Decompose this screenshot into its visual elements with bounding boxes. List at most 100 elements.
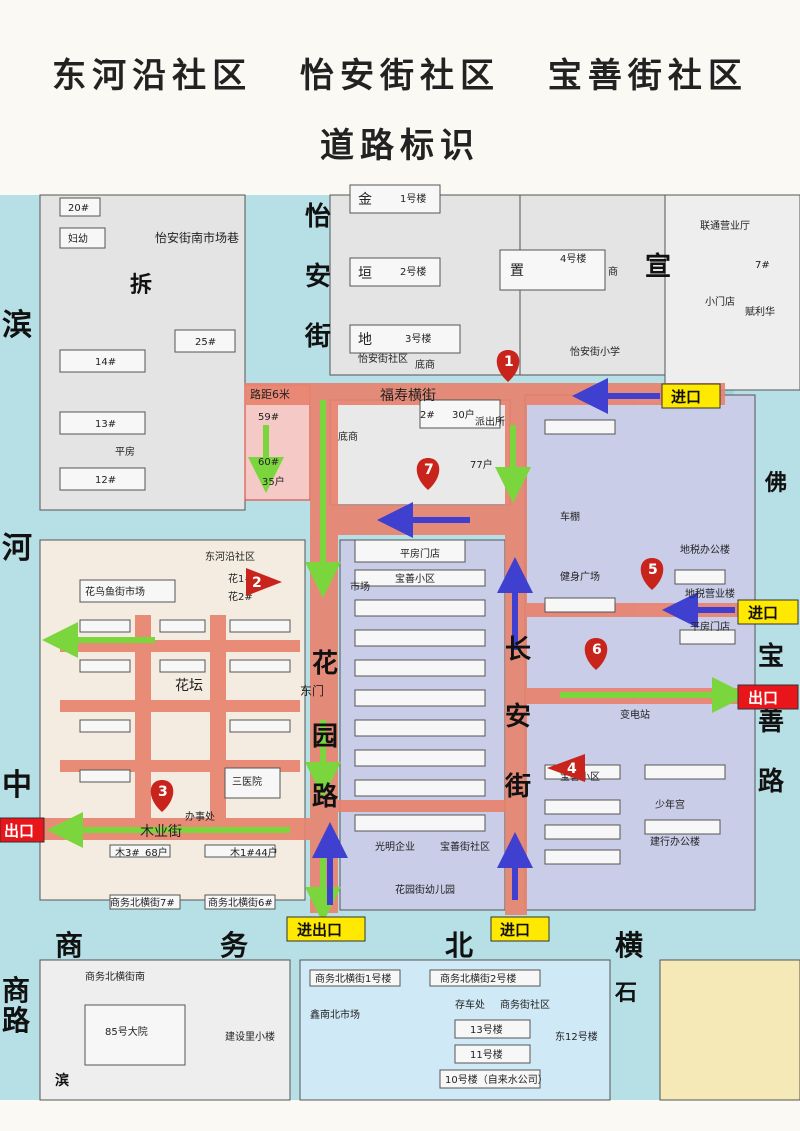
markers: 1 2 3 4 5 6 7 (150, 350, 664, 812)
label-jiansheli: 建设里小楼 (225, 1030, 275, 1043)
label-binhe-1: 滨 (2, 308, 32, 343)
label-pingfangmd: 平房门店 (690, 620, 730, 633)
label-binhe-3: 中 (2, 768, 32, 803)
label-paichu2: 地税办公楼 (680, 543, 730, 556)
signs: 进口 进口 出口 出口 进出口 进口 (0, 383, 799, 942)
label-mu1: 木1# (230, 847, 255, 859)
label-hu77: 77户 (470, 458, 493, 471)
label-shangwu-3: 北 (445, 929, 473, 962)
label-fulihua: 赋利华 (745, 305, 775, 318)
label-banshichu: 办事处 (185, 810, 215, 823)
label-fuyou: 妇幼 (68, 232, 88, 245)
label-hua-street-2: 园 (312, 722, 338, 752)
label-l11: 11号楼 (470, 1048, 503, 1061)
label-l13: 13号楼 (470, 1023, 503, 1036)
map-title: 东河沿社区 怡安街社区 宝善街社区 (52, 56, 748, 96)
label-baoshan-shequ: 宝善街社区 (440, 840, 490, 853)
sign-jinchukou: 进出口 (297, 921, 342, 939)
label-pingfang: 平房 (115, 445, 135, 458)
label-hu30: 30户 (452, 408, 475, 421)
label-l1: 1号楼 (400, 192, 426, 205)
label-b12: 12# (95, 475, 116, 486)
label-hua-street-1: 花 (312, 649, 338, 679)
label-hua-street-3: 路 (312, 781, 339, 812)
label-huayuan-kinder: 花园街幼儿园 (395, 883, 455, 896)
label-yian-south-market: 怡安街南市场巷 (155, 230, 239, 245)
label-hu35: 35户 (262, 475, 285, 488)
label-cunche: 存车处 (455, 998, 485, 1011)
label-road-6m: 路距6米 (250, 388, 290, 401)
label-b59: 59# (258, 412, 279, 423)
label-shichang: 市场 (350, 580, 370, 593)
label-shang: 商 (608, 265, 618, 278)
label-pinghemen: 平房门店 (400, 547, 440, 560)
label-b25: 25# (195, 337, 216, 348)
sign-chukou-right: 出口 (748, 689, 778, 707)
label-shaoniangong: 少年宫 (655, 798, 685, 811)
sign-jinkou-3: 进口 (500, 921, 530, 939)
label-yian-street-2: 安 (305, 262, 331, 292)
sign-chukou-left: 出口 (4, 822, 34, 840)
label-dong12: 东12号楼 (555, 1030, 598, 1043)
label-b20: 20# (68, 203, 89, 214)
label-shangwu-road-2: 路 (2, 1004, 31, 1037)
label-fushou: 福寿横街 (380, 387, 436, 404)
label-yuan: 垣 (358, 266, 372, 282)
label-di: 地 (358, 332, 372, 348)
map-subtitle: 道路标识 (320, 126, 480, 166)
label-jiangong: 建行办公楼 (650, 835, 700, 848)
label-l10: 10号楼（自来水公司） (445, 1073, 548, 1086)
label-changan-1: 长 (505, 635, 532, 665)
label-changan-2: 安 (505, 702, 531, 732)
label-dongheyan-community: 东河沿社区 (205, 550, 255, 563)
label-shangwu-4: 横 (615, 929, 643, 962)
label-fo: 佛 (764, 470, 787, 496)
label-di-shang: 底商 (415, 358, 435, 371)
label-huaguang: 地税营业楼 (685, 587, 735, 600)
sign-jinkou-1: 进口 (671, 388, 701, 406)
label-b13: 13# (95, 419, 116, 430)
label-shangwu6: 商务北横街6# (208, 896, 273, 909)
label-shangwu-road-1: 商 (2, 974, 30, 1007)
label-baoshan-xiaoqu: 宝善小区 (395, 572, 435, 585)
svg-text:3: 3 (158, 784, 168, 800)
label-baoshan-2: 善 (758, 706, 784, 737)
green-arrows (42, 400, 748, 923)
label-yian-street-3: 街 (304, 322, 331, 352)
label-l3: 3号楼 (405, 332, 431, 345)
label-binxi: 滨 (55, 1072, 69, 1089)
svg-text:5: 5 (648, 562, 658, 578)
label-zhi: 置 (510, 263, 524, 279)
small-buildings (59, 184, 736, 1089)
label-yian-community: 怡安街社区 (358, 352, 408, 365)
label-shangwuxiaoqu: 商务街社区 (500, 998, 550, 1011)
label-shangwu2: 商务北横街2号楼 (440, 972, 516, 985)
marker-1: 1 (496, 350, 520, 382)
label-changan-3: 街 (504, 772, 531, 802)
label-yian-street-1: 怡 (305, 201, 331, 232)
label-dalou85: 85号大院 (105, 1025, 148, 1038)
label-xuan: 宣 (645, 251, 671, 282)
label-hu68: 68户 (145, 846, 168, 859)
block-bottom-right (659, 959, 800, 1101)
label-l2: 2号楼 (400, 265, 426, 278)
marker-7: 7 (416, 458, 440, 490)
label-jin: 金 (358, 192, 372, 208)
label-sxh: 商务北横街南 (85, 970, 145, 983)
label-b60: 60# (258, 457, 279, 468)
label-xinnan: 鑫南北市场 (310, 1008, 360, 1021)
label-b2: 2# (420, 410, 435, 421)
label-yian-school: 怡安街小学 (570, 345, 620, 358)
label-jianshen: 健身广场 (560, 570, 600, 583)
label-l4: 4号楼 (560, 252, 586, 265)
label-huaniao: 花鸟鱼街市场 (85, 585, 145, 598)
sign-jinkou-2: 进口 (748, 604, 778, 622)
label-b14: 14# (95, 357, 116, 368)
label-paichusuo: 派出所 (475, 415, 505, 428)
label-chewei: 车棚 (560, 510, 580, 523)
svg-text:4: 4 (567, 761, 577, 777)
label-b7: 7# (755, 260, 770, 271)
label-shangwu1: 商务北横街1号楼 (315, 972, 391, 985)
label-shangwu-2: 务 (220, 929, 248, 962)
label-hu44: 44户 (255, 846, 278, 859)
